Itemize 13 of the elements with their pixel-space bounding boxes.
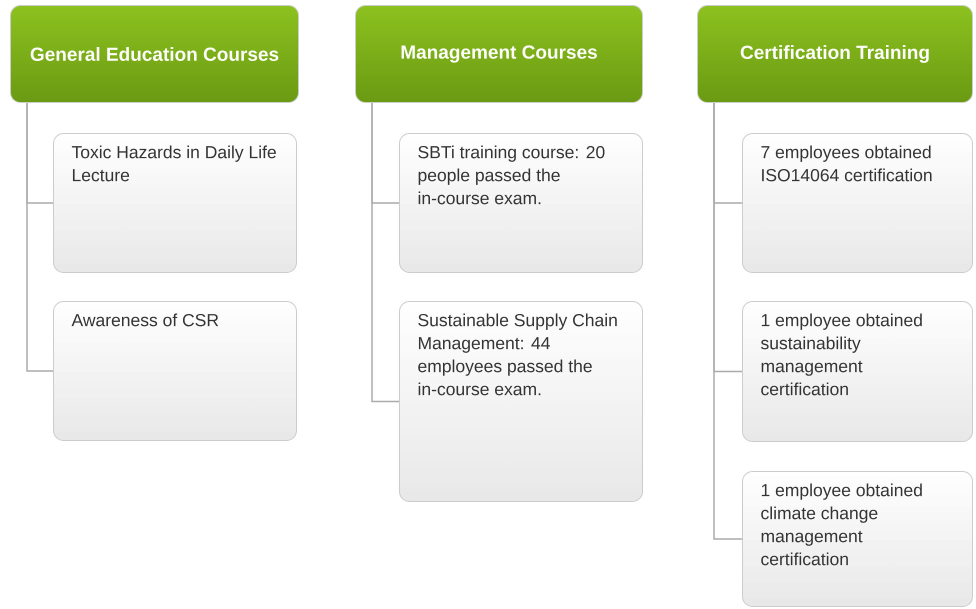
item-box: SBTi training course: 20 people passed the in-course exam. — [399, 133, 643, 273]
connector-line — [713, 103, 742, 540]
item-box: Awareness of CSR — [53, 301, 297, 441]
connector-line — [26, 103, 53, 372]
item-box: 1 employee obtained sustainability management certification — [742, 301, 973, 442]
item-box: 1 employee obtained climate change management certification — [742, 471, 973, 607]
category-header: Management Courses — [355, 5, 643, 103]
item-box: 7 employees obtained ISO14064 certification — [742, 133, 973, 273]
category-header: General Education Courses — [10, 5, 299, 103]
category-header: Certification Training — [697, 5, 973, 103]
connector-line — [371, 103, 399, 402]
item-box: Toxic Hazards in Daily Life Lecture — [53, 133, 297, 273]
item-box: Sustainable Supply Chain Management: 44 employees passed the in-course exam. — [399, 301, 643, 502]
